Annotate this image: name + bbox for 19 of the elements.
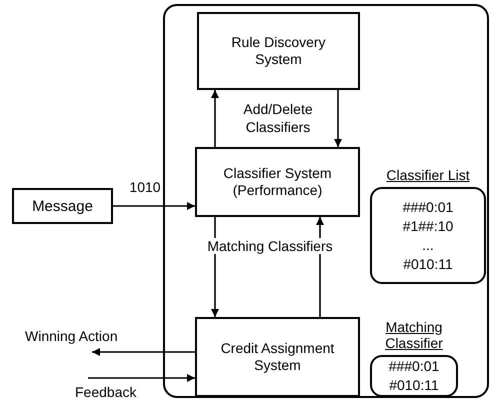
flow-label: Winning Action: [25, 328, 149, 352]
list-heading: Classifier List: [385, 167, 471, 183]
classifier-list-box: ###0:01 #1##:10 ... #010:11: [370, 187, 486, 284]
arrow: [92, 348, 195, 356]
process-box: Rule Discovery System: [197, 12, 360, 90]
process-box: Message: [12, 188, 113, 224]
arrow: [113, 202, 195, 210]
classifier-list-box: ###0:01 #010:11: [370, 355, 458, 397]
arrow: [88, 374, 195, 382]
process-box: Credit Assignment System: [195, 317, 360, 397]
system-boundary: [163, 4, 489, 398]
flow-label: Feedback: [75, 378, 149, 400]
edge-label: Add/Delete Classifiers: [242, 100, 314, 136]
arrow: [211, 90, 219, 147]
edge-label: Matching Classifiers: [206, 238, 334, 254]
arrow: [334, 90, 342, 147]
edge-label: 1010: [128, 179, 162, 195]
process-box: Classifier System (Performance): [195, 147, 360, 217]
list-heading: Matching Classifier: [384, 319, 444, 351]
